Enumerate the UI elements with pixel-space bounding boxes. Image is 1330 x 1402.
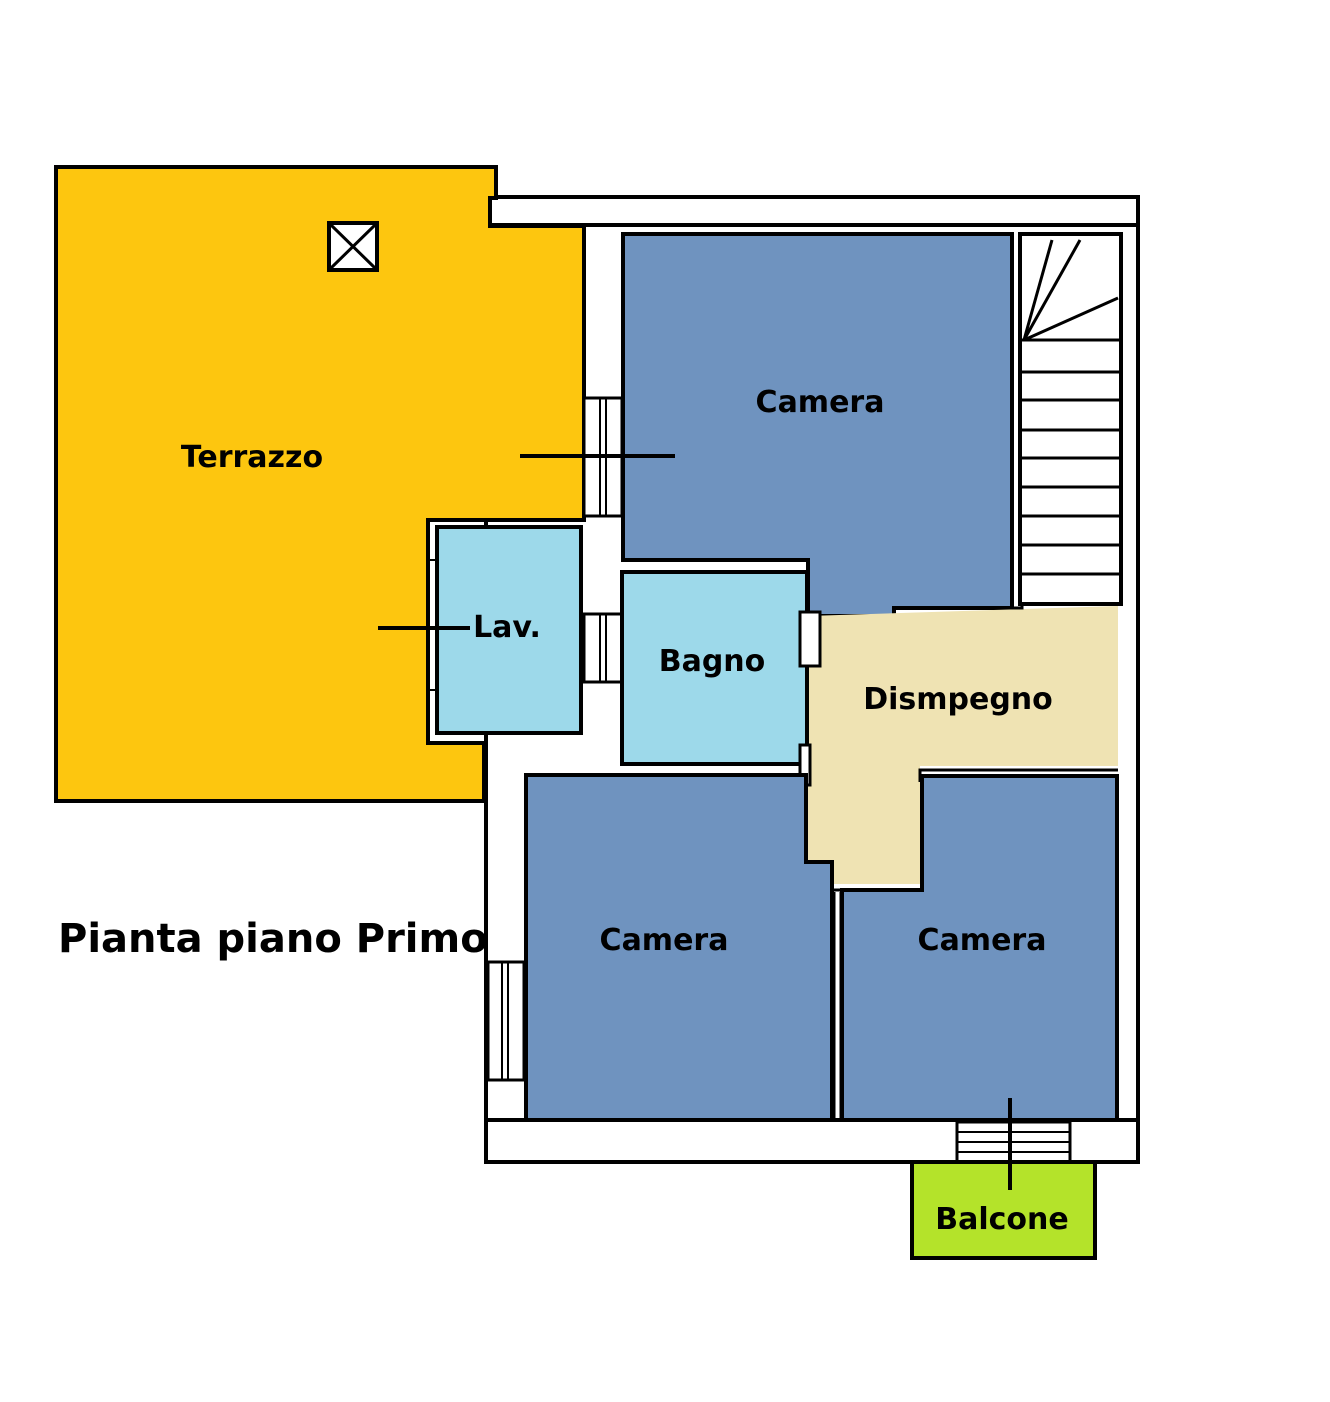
camera-top-area: [621, 232, 1014, 618]
label-camera-top: Camera: [756, 385, 885, 420]
label-bagno: Bagno: [659, 644, 766, 679]
disimpegno-outline: [894, 602, 1118, 610]
top-wall-strip: [488, 195, 1140, 227]
label-terrazzo: Terrazzo: [181, 440, 323, 475]
page-title: Pianta piano Primo: [58, 916, 488, 962]
skylight-icon: [327, 221, 379, 272]
label-lav: Lav.: [473, 610, 541, 645]
balcony-door: [955, 1120, 1072, 1164]
camera-bottom-left-area: [524, 773, 834, 1122]
label-camera-bottom-right: Camera: [918, 923, 1047, 958]
label-camera-bottom-left: Camera: [600, 923, 729, 958]
bagno-area: [620, 570, 809, 766]
label-disimpegno: Dismpegno: [863, 682, 1053, 717]
disimpegno-area: [806, 606, 1118, 884]
label-balcone: Balcone: [935, 1202, 1069, 1237]
window-camera-left: [486, 960, 526, 1082]
camera-bottom-right-area: [840, 774, 1119, 1122]
window-lav-bagno: [582, 612, 624, 684]
terrazzo-area: [54, 165, 586, 803]
staircase-icon: [1018, 232, 1123, 606]
balcone-area: [910, 1160, 1097, 1260]
